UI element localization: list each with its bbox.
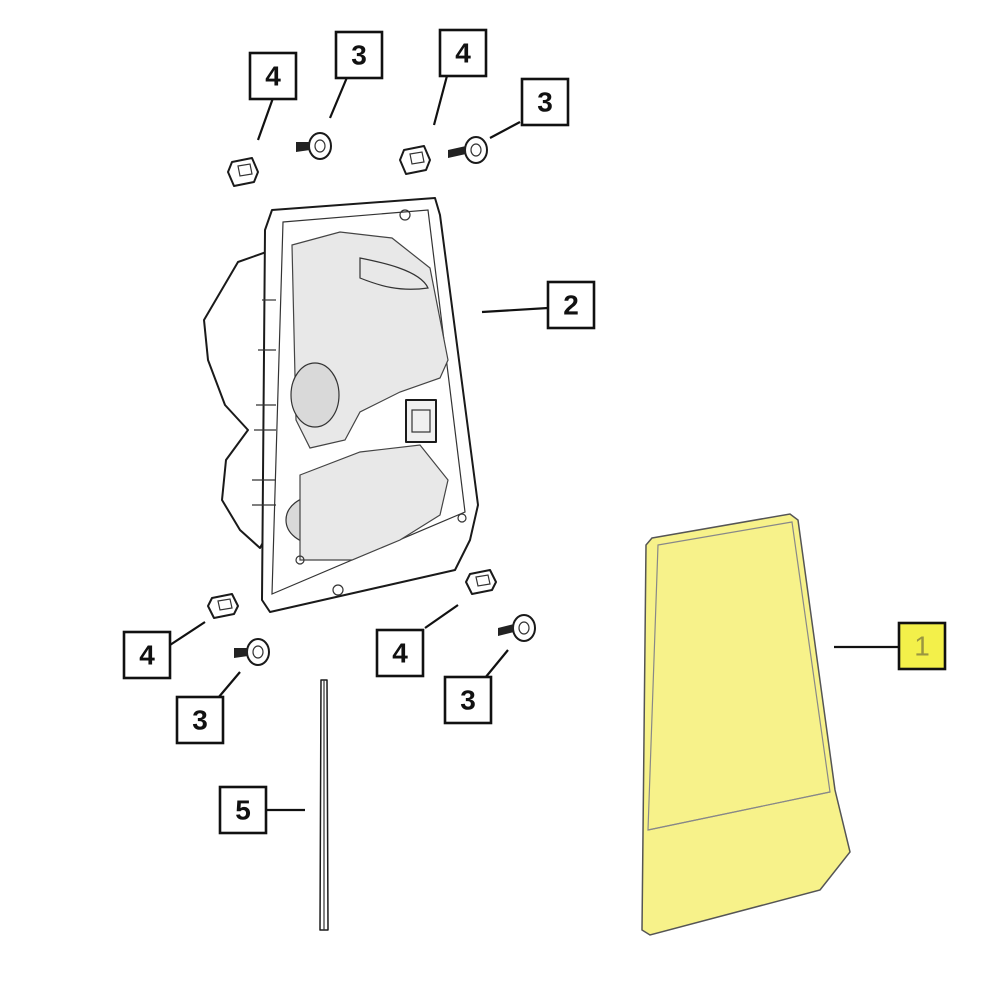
nut-part-4-b — [399, 145, 431, 175]
glass-part-1 — [641, 513, 851, 936]
svg-text:4: 4 — [265, 61, 281, 92]
callout-3-top-right: 3 — [520, 77, 570, 127]
svg-text:2: 2 — [563, 290, 579, 321]
callout-4-top-left: 4 — [248, 51, 298, 101]
nut-part-4-c — [207, 593, 239, 619]
screw-part-3-b — [448, 136, 488, 164]
svg-text:4: 4 — [392, 638, 408, 669]
screw-part-3-a — [296, 132, 332, 160]
svg-text:4: 4 — [139, 640, 155, 671]
callout-3-top-left: 3 — [334, 30, 384, 80]
callout-4-bottom-left: 4 — [122, 630, 172, 680]
leader-lines — [169, 71, 898, 812]
callout-1-highlighted: 1 — [897, 621, 947, 671]
rod-part-5 — [319, 679, 329, 931]
svg-text:3: 3 — [351, 40, 367, 71]
svg-text:3: 3 — [537, 87, 553, 118]
nut-part-4-a — [227, 157, 259, 187]
svg-text:4: 4 — [455, 38, 471, 69]
callout-4-bottom-right: 4 — [375, 628, 425, 678]
svg-text:3: 3 — [460, 685, 476, 716]
module-panel-part-2 — [203, 197, 479, 613]
nut-part-4-d — [465, 569, 497, 595]
screw-part-3-c — [234, 638, 270, 666]
callout-4-top-right: 4 — [438, 28, 488, 78]
callout-5: 5 — [218, 785, 268, 835]
callout-3-bottom-left: 3 — [175, 695, 225, 745]
screw-part-3-d — [498, 614, 536, 642]
svg-text:5: 5 — [235, 795, 251, 826]
svg-text:1: 1 — [914, 631, 930, 662]
svg-text:3: 3 — [192, 705, 208, 736]
callout-2: 2 — [546, 280, 596, 330]
callout-3-bottom-right: 3 — [443, 675, 493, 725]
